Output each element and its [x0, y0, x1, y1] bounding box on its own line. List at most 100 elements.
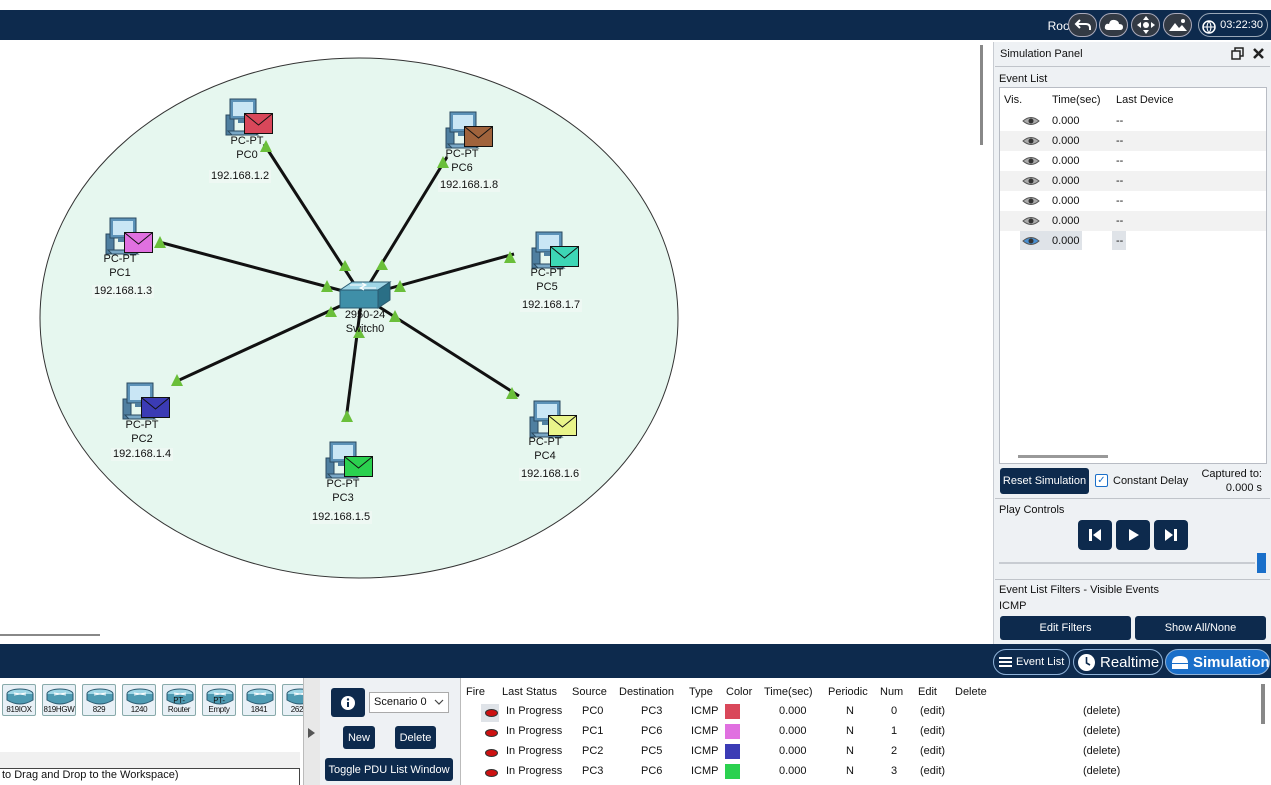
pdu-fire-icon[interactable] [485, 769, 498, 777]
event-header-time[interactable]: Time(sec) [1052, 94, 1101, 106]
edit-filters-button[interactable]: Edit Filters [1000, 616, 1131, 640]
pdu-header[interactable]: Periodic [828, 686, 868, 698]
pdu-fire-icon[interactable] [485, 729, 498, 737]
pdu-header[interactable]: Last Status [502, 686, 558, 698]
pdu-header[interactable]: Time(sec) [764, 686, 813, 698]
constant-delay-label: Constant Delay [1113, 475, 1189, 487]
workspace-horizontal-scroll-thumb[interactable] [0, 634, 100, 636]
play-button[interactable] [1116, 520, 1150, 550]
event-header-vis[interactable]: Vis. [1004, 94, 1023, 106]
show-all-none-button[interactable]: Show All/None [1135, 616, 1266, 640]
device-tile[interactable]: 819HGW [42, 684, 76, 716]
pdu-header[interactable]: Source [572, 686, 607, 698]
pdu-envelope-icon[interactable] [464, 126, 493, 147]
palette-scroll-area[interactable] [0, 752, 300, 768]
pdu-edit-link[interactable]: (edit) [920, 705, 946, 717]
eye-icon[interactable] [1022, 175, 1040, 187]
pdu-header[interactable]: Fire [466, 686, 485, 698]
realtime-mode-button[interactable]: Realtime [1073, 649, 1163, 675]
device-tile[interactable]: 1240 [122, 684, 156, 716]
event-row[interactable] [1000, 131, 1266, 151]
toggle-pdu-list-button[interactable]: Toggle PDU List Window [325, 758, 453, 781]
event-row[interactable] [1000, 171, 1266, 191]
device-tile[interactable]: 819IOX [2, 684, 36, 716]
eye-icon[interactable] [1022, 155, 1040, 167]
device-tile[interactable]: 1841 [242, 684, 276, 716]
device-tile-label: 819HGW [43, 705, 75, 714]
scenario-info-button[interactable] [331, 688, 365, 717]
cloud-button[interactable] [1099, 13, 1128, 37]
pdu-header[interactable]: Type [689, 686, 713, 698]
play-speed-slider-thumb[interactable] [1257, 553, 1266, 573]
pdu-time: 0.000 [779, 725, 807, 737]
pdu-edit-link[interactable]: (edit) [920, 725, 946, 737]
event-header-last-device[interactable]: Last Device [1116, 94, 1174, 106]
chevron-down-icon[interactable] [434, 699, 444, 706]
pdu-periodic: N [846, 745, 854, 757]
pdu-list[interactable] [460, 678, 1271, 785]
pdu-envelope-icon[interactable] [344, 456, 373, 477]
device-tile[interactable]: PT-Empty [202, 684, 236, 716]
pdu-fire-icon[interactable] [485, 749, 498, 757]
restore-window-icon[interactable] [1231, 47, 1244, 60]
reset-simulation-button[interactable]: Reset Simulation [1000, 468, 1089, 494]
pdu-envelope-icon[interactable] [550, 246, 579, 267]
delete-scenario-button[interactable]: Delete [395, 726, 436, 749]
event-list-toggle[interactable]: Event List [993, 649, 1070, 675]
info-icon [341, 695, 355, 710]
workspace-horizontal-scrollbar[interactable] [0, 628, 990, 644]
workspace-vertical-scroll-thumb[interactable] [980, 45, 983, 145]
pdu-envelope-icon[interactable] [141, 397, 170, 418]
event-list-scroll-thumb[interactable] [1018, 455, 1108, 458]
device-tile[interactable]: PT-Router [162, 684, 196, 716]
landscape-button[interactable] [1163, 13, 1192, 37]
pdu-list-scroll-thumb[interactable] [1261, 684, 1265, 724]
pc-icon[interactable] [324, 440, 380, 482]
pdu-delete-link[interactable]: (delete) [1083, 745, 1121, 757]
eye-icon[interactable] [1022, 135, 1040, 147]
scenario-select[interactable]: Scenario 0 [369, 692, 449, 713]
pdu-envelope-icon[interactable] [244, 113, 273, 134]
event-time: 0.000 [1052, 195, 1080, 207]
pdu-delete-link[interactable]: (delete) [1083, 705, 1121, 717]
move-button[interactable] [1131, 13, 1160, 37]
pdu-header[interactable]: Color [726, 686, 753, 698]
event-row[interactable] [1000, 211, 1266, 231]
pdu-envelope-icon[interactable] [124, 232, 153, 253]
chevron-right-icon[interactable] [307, 727, 316, 739]
pdu-edit-link[interactable]: (edit) [920, 745, 946, 757]
eye-icon[interactable] [1022, 115, 1040, 127]
back-step-button[interactable] [1078, 520, 1112, 550]
pc-icon[interactable] [104, 216, 160, 258]
simulation-mode-button[interactable]: Simulation [1165, 649, 1270, 675]
pdu-edit-link[interactable]: (edit) [920, 765, 946, 777]
pdu-num: 0 [891, 705, 898, 717]
pdu-header[interactable]: Edit [918, 686, 937, 698]
eye-icon[interactable] [1022, 235, 1040, 247]
pdu-color-swatch [725, 764, 740, 779]
back-button[interactable] [1068, 13, 1097, 37]
pdu-periodic: N [846, 765, 854, 777]
pdu-header[interactable]: Num [880, 686, 904, 698]
workspace-vertical-scrollbar[interactable] [975, 40, 990, 628]
play-speed-slider-track[interactable] [999, 562, 1255, 564]
close-icon[interactable] [1252, 47, 1265, 60]
eye-icon[interactable] [1022, 215, 1040, 227]
constant-delay-checkbox[interactable]: ✓ [1095, 474, 1108, 487]
pdu-delete-link[interactable]: (delete) [1083, 725, 1121, 737]
new-scenario-button[interactable]: New [343, 726, 375, 749]
pdu-envelope-icon[interactable] [548, 415, 577, 436]
eye-icon[interactable] [1022, 195, 1040, 207]
pdu-source: PC3 [582, 765, 604, 777]
clock-icon [1078, 654, 1095, 671]
pdu-header[interactable]: Delete [955, 686, 987, 698]
pdu-fire-icon[interactable] [485, 709, 498, 717]
pc-type-label: PC-PT [125, 419, 159, 431]
device-tile[interactable]: 829 [82, 684, 116, 716]
device-tile-label: PT-Empty [208, 696, 230, 714]
event-last-device: -- [1116, 175, 1124, 187]
capture-forward-button[interactable] [1154, 520, 1188, 550]
pdu-header[interactable]: Destination [619, 686, 675, 698]
pdu-delete-link[interactable]: (delete) [1083, 765, 1121, 777]
switch-model-label: 2950-24 [344, 309, 386, 321]
